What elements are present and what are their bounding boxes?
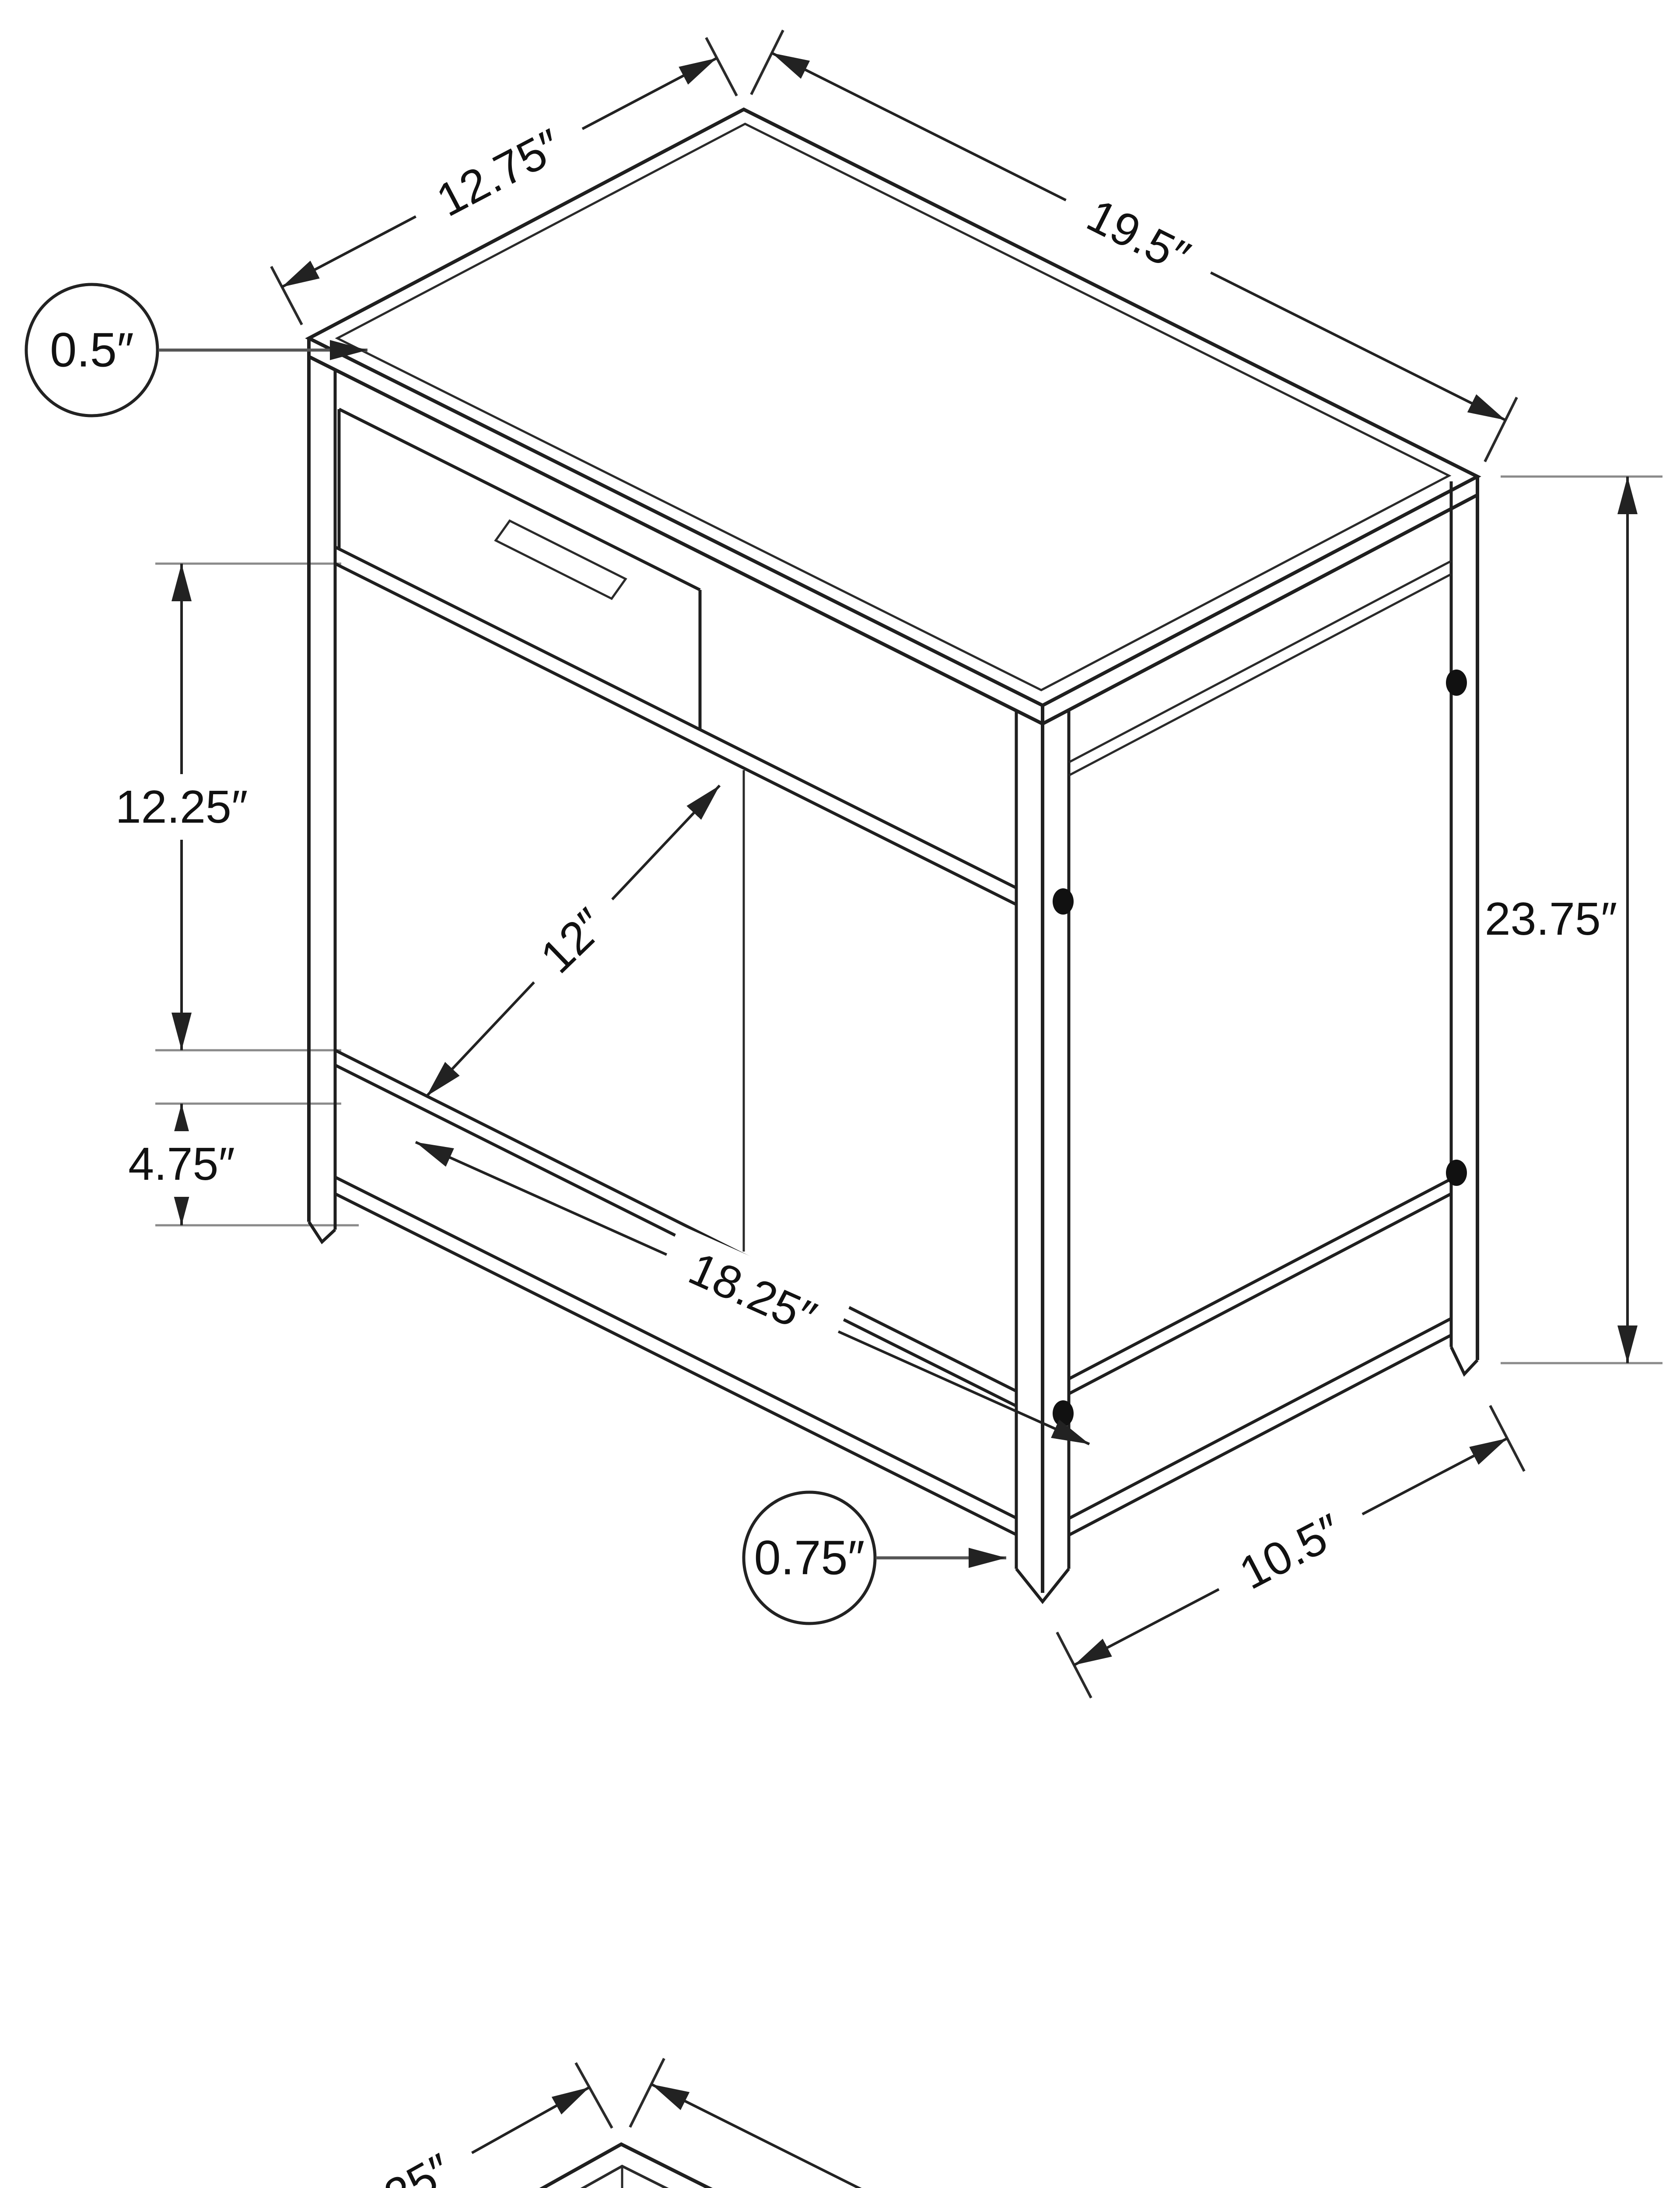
- table-front-rail: [334, 545, 1017, 906]
- table-leg-front: [1015, 710, 1071, 1604]
- dimension-label: 23.75″: [1485, 893, 1617, 945]
- table-extension-lines: [155, 475, 1662, 1364]
- table-screws: [1053, 670, 1467, 1427]
- callout-0-5: 0.5″: [24, 283, 368, 417]
- dimension-10-5: 10.5″: [1056, 1405, 1526, 1699]
- dimension-12: 12″: [425, 784, 721, 1098]
- dimension-4-75: 4.75″: [94, 1104, 269, 1225]
- dimension-15-25: 15.25″: [629, 2058, 1369, 2188]
- dimension-19-5: 19.5″: [750, 29, 1518, 463]
- dimension-label: 12.25″: [116, 781, 248, 833]
- callout-label: 0.5″: [50, 323, 134, 377]
- callout-label: 0.75″: [754, 1531, 864, 1585]
- dimension-label: 4.75″: [128, 1138, 235, 1190]
- drawer-figure: 9.25″ 15.25″ 3.5″ 2.75″: [213, 2058, 1369, 2188]
- table-figure: 12.75″ 19.5″ 0.5″ 12.25″: [24, 29, 1662, 1699]
- table-leg-left: [307, 357, 337, 1245]
- table-shelf: [334, 1048, 1452, 1408]
- dimension-23-75: 23.75″: [1485, 477, 1638, 1363]
- dimension-12-25: 12.25″: [85, 564, 278, 1050]
- dimension-18-25: 18.25″: [415, 1141, 1090, 1445]
- table-leg-right: [1449, 481, 1479, 1377]
- table-drawer-front: [337, 407, 702, 729]
- drawer-handle-notch: [494, 519, 627, 600]
- callout-0-75: 0.75″: [742, 1490, 1006, 1625]
- dimension-9-25: 9.25″: [213, 2062, 613, 2188]
- dimension-12-75: 12.75″: [270, 37, 738, 326]
- drawer-box: [539, 2142, 713, 2188]
- table-side-frame: [1068, 560, 1452, 777]
